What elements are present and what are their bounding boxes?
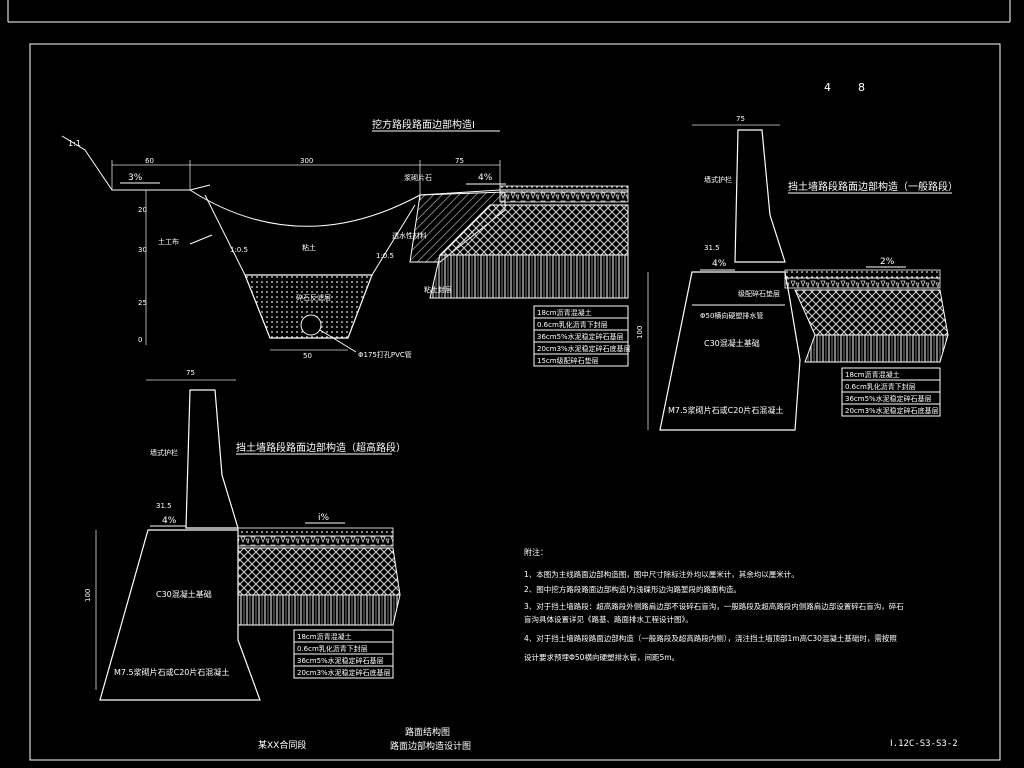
title-block: 某XX合同段 路面结构图 路面边部构造设计图 Ⅰ.12C-S3-S3-2 bbox=[258, 726, 958, 752]
section-c-retaining-wall-superelevation: 75 墙式护栏 挡土墙路段路面边部构造（超高路段） 31.5 4% i% C30… bbox=[84, 369, 406, 701]
section-b-wall-barrier bbox=[734, 129, 786, 263]
section-c-wall-barrier bbox=[185, 389, 239, 529]
section-b-layer-subbase bbox=[804, 334, 949, 363]
section-b-label-pipe: Φ50横向硬塑排水管 bbox=[700, 311, 763, 320]
section-a-gravel-drain bbox=[244, 274, 373, 339]
section-b-dim-31-5: 31.5 bbox=[704, 244, 720, 252]
section-b-dim-75: 75 bbox=[736, 115, 745, 123]
section-a-dim-60: 60 bbox=[145, 157, 154, 165]
note-4-cont: 设计要求预埋Φ50横向硬塑排水管，间距5m。 bbox=[524, 652, 679, 662]
section-a-vdim-20: 20 bbox=[138, 206, 147, 214]
titleblock-drawing-no: Ⅰ.12C-S3-S3-2 bbox=[890, 739, 958, 749]
section-c-layer-4: 20cm3%水泥稳定碎石底基层 bbox=[297, 668, 391, 677]
section-a-dim-75: 75 bbox=[455, 157, 464, 165]
section-a-label-soil: 粘土 bbox=[302, 243, 316, 252]
section-a-label-slope2: 1:0.5 bbox=[376, 252, 394, 260]
section-a-dim-50: 50 bbox=[303, 352, 312, 360]
section-b-retaining-wall-normal: 75 墙式护栏 挡土墙路段路面边部构造（一般路段） 31.5 4% 2% 级配碎… bbox=[636, 115, 958, 431]
titleblock-project: 某XX合同段 bbox=[258, 739, 306, 751]
section-b-layer-seal bbox=[784, 277, 941, 289]
section-a-pvc-pipe-icon bbox=[300, 314, 322, 336]
section-a-layer-subbase bbox=[429, 254, 629, 299]
section-b-slope-2: 2% bbox=[880, 257, 895, 267]
section-c-slope-i: i% bbox=[318, 513, 330, 523]
section-c-layer-base bbox=[237, 547, 401, 596]
section-c-dim-75: 75 bbox=[186, 369, 195, 377]
note-1: 1、本图为主线路面边部构造图，图中尺寸除标注外均以厘米计，其余均以厘米计。 bbox=[524, 569, 799, 579]
section-a-vdim-30: 30 bbox=[138, 246, 147, 254]
note-4: 4、对于挡土墙路段路面边部构造（一般路段及超高路段内侧），浇注挡土墙顶部1m高C… bbox=[524, 633, 897, 643]
section-a-trench-left-wall bbox=[204, 194, 246, 276]
section-a-slope-right: 4% bbox=[478, 173, 493, 183]
section-a-layer-4: 20cm3%水泥稳定碎石底基层 bbox=[537, 344, 631, 353]
section-a-layer-legend: 18cm沥青混凝土 0.6cm乳化沥青下封层 36cm5%水泥稳定碎石基层 20… bbox=[533, 305, 631, 367]
section-a-cover-leader bbox=[189, 234, 213, 245]
section-a-label-shoulder: 浆砌片石 bbox=[404, 173, 432, 182]
section-b-layer-2: 0.6cm乳化沥青下封层 bbox=[845, 382, 916, 391]
page-marker-a: 4 bbox=[824, 81, 831, 94]
section-b-label-wall: 墙式护栏 bbox=[704, 175, 732, 184]
section-a-vdim-25: 25 bbox=[138, 299, 147, 307]
note-2: 2、图中挖方路段路面边部构造Ⅰ为浅碟形边沟路堑段的路面构造。 bbox=[524, 584, 741, 594]
section-c-layer-1: 18cm沥青混凝土 bbox=[297, 632, 352, 641]
section-a-layer-surface bbox=[499, 185, 629, 193]
section-c-label-base: C30混凝土基础 bbox=[156, 589, 212, 599]
section-b-dim-100: 100 bbox=[636, 326, 644, 339]
section-b-layer-3: 36cm5%水泥稳定碎石基层 bbox=[845, 394, 932, 403]
section-a-label-drain-filter: 碎石反滤层 bbox=[296, 293, 331, 302]
section-a-cut-road-edge: 挖方路段路面边部构造Ⅰ 1:1 60 300 75 3% 4% 浆砌片石 透水性… bbox=[61, 118, 631, 367]
titleblock-drawing-name: 路面边部构造设计图 bbox=[390, 740, 471, 752]
section-b-label-foundation: M7.5浆砌片石或C20片石混凝土 bbox=[668, 405, 783, 415]
drawing-frame bbox=[29, 43, 1001, 761]
section-c-slope-4: 4% bbox=[162, 516, 177, 526]
section-b-layer-1: 18cm沥青混凝土 bbox=[845, 370, 900, 379]
section-c-foundation bbox=[99, 529, 261, 701]
section-a-label-cover: 土工布 bbox=[158, 237, 179, 246]
section-c-dim-31-5: 31.5 bbox=[156, 502, 172, 510]
section-c-layer-3: 36cm5%水泥稳定碎石基层 bbox=[297, 656, 384, 665]
section-b-layer-4: 20cm3%水泥稳定碎石底基层 bbox=[845, 406, 939, 415]
section-b-slope-4: 4% bbox=[712, 259, 727, 269]
note-3: 3、对于挡土墙路段：超高路段外侧路肩边部不设碎石盲沟，一般路段及超高路段内侧路肩… bbox=[524, 601, 904, 611]
section-c-layer-2: 0.6cm乳化沥青下封层 bbox=[297, 644, 368, 653]
section-b-foundation bbox=[659, 271, 801, 431]
titleblock-category: 路面结构图 bbox=[405, 726, 450, 738]
note-3-cont: 盲沟具体设置详见《路基、路面排水工程设计图》。 bbox=[524, 614, 693, 624]
section-a-layer-2: 0.6cm乳化沥青下封层 bbox=[537, 320, 608, 329]
section-a-pipe-leader bbox=[319, 329, 357, 353]
section-c-label-wall: 墙式护栏 bbox=[150, 448, 178, 457]
section-b-layer-base bbox=[794, 289, 949, 336]
section-a-dim-300: 300 bbox=[300, 157, 313, 165]
section-c-layer-surface bbox=[237, 527, 394, 537]
section-a-layer-5: 15cm级配碎石垫层 bbox=[537, 356, 599, 365]
section-c-dim-100: 100 bbox=[84, 589, 92, 602]
section-a-label-pipe: Φ175打孔PVC管 bbox=[358, 350, 412, 359]
section-b-label-gravel: 级配碎石垫层 bbox=[738, 289, 780, 298]
section-b-layer-surface bbox=[784, 269, 941, 279]
notes-block: 附注： 1、本图为主线路面边部构造图，图中尺寸除标注外均以厘米计，其余均以厘米计… bbox=[524, 547, 904, 662]
section-a-layer-1: 18cm沥青混凝土 bbox=[537, 308, 592, 317]
section-a-dish-ditch bbox=[189, 189, 421, 227]
section-c-label-foundation: M7.5浆砌片石或C20片石混凝土 bbox=[114, 667, 229, 677]
section-a-label-seepage: 透水性材料 bbox=[392, 231, 427, 240]
section-b-layer-legend: 18cm沥青混凝土 0.6cm乳化沥青下封层 36cm5%水泥稳定碎石基层 20… bbox=[841, 367, 941, 417]
notes-heading: 附注： bbox=[524, 547, 548, 557]
section-a-label-seal: 粘土封层 bbox=[424, 285, 452, 294]
section-b-label-base: C30混凝土基础 bbox=[704, 338, 760, 348]
section-a-slope-ratio: 1:1 bbox=[68, 139, 81, 148]
section-a-layer-seal bbox=[499, 191, 629, 203]
page-marker-b: 8 bbox=[858, 81, 865, 94]
section-a-slope-left: 3% bbox=[128, 173, 143, 183]
section-b-title: 挡土墙路段路面边部构造（一般路段） bbox=[788, 180, 958, 193]
section-c-title: 挡土墙路段路面边部构造（超高路段） bbox=[236, 441, 406, 454]
section-a-layer-3: 36cm5%水泥稳定碎石基层 bbox=[537, 332, 624, 341]
section-c-layer-seal bbox=[237, 535, 394, 547]
section-a-vdim-0: 0 bbox=[138, 336, 142, 344]
section-c-layer-subbase bbox=[237, 594, 401, 626]
section-a-label-slope1: 1:0.5 bbox=[230, 246, 248, 254]
section-a-trench-right-wall bbox=[371, 204, 416, 276]
section-c-layer-legend: 18cm沥青混凝土 0.6cm乳化沥青下封层 36cm5%水泥稳定碎石基层 20… bbox=[293, 629, 394, 679]
section-a-title: 挖方路段路面边部构造Ⅰ bbox=[372, 118, 475, 131]
